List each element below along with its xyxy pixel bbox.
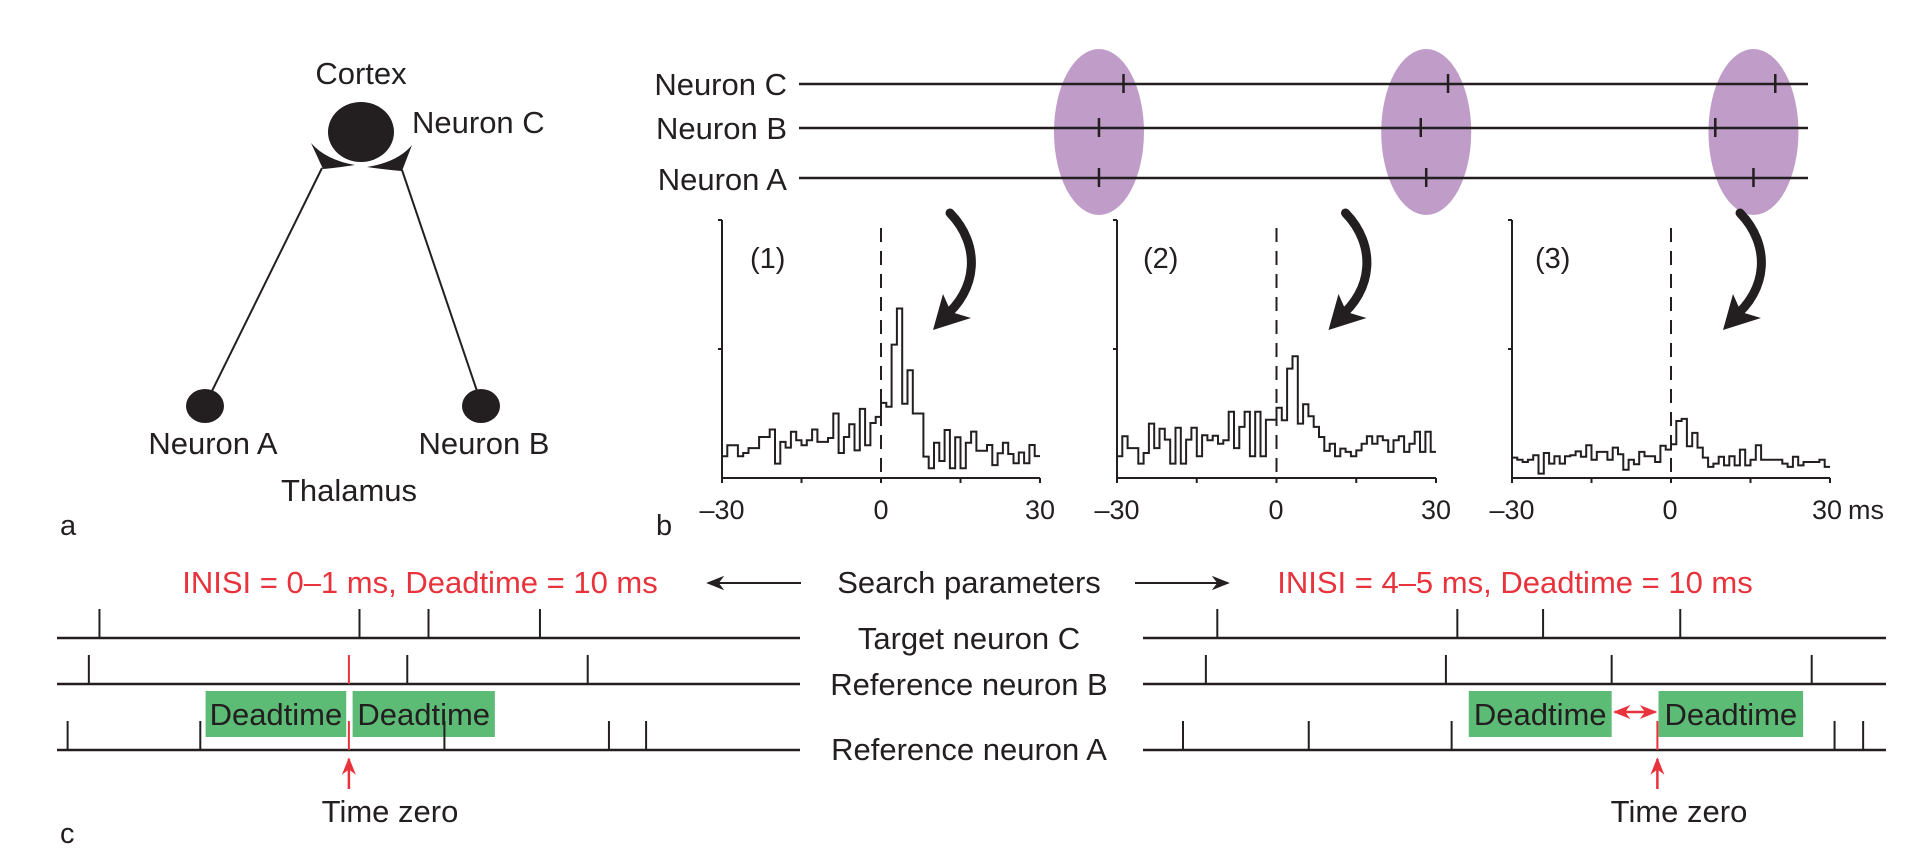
deadtime-window <box>1468 691 1612 737</box>
neuron-a-soma <box>186 389 224 423</box>
deadtime-label: Deadtime <box>357 697 490 732</box>
histogram-1-xtick-max: 30 <box>1025 495 1055 525</box>
thalamus-label: Thalamus <box>281 473 417 508</box>
time-zero-label-right: Time zero <box>1611 794 1748 829</box>
synapse-left <box>311 143 355 169</box>
curved-arrow-icon <box>1334 208 1372 323</box>
curved-arrow-head-icon <box>1328 294 1367 330</box>
histogram-trace <box>722 307 1040 470</box>
deadtime-window <box>352 691 495 737</box>
deadtime-window <box>205 691 347 737</box>
axon-a-to-c <box>211 167 323 392</box>
curved-arrow-head-icon <box>1723 294 1761 330</box>
left-search-params: INISI = 0–1 ms, Deadtime = 10 ms <box>182 565 658 600</box>
histogram-3: (3) –30 0 30 ms <box>1489 208 1884 525</box>
raster-row-label-a: Neuron A <box>658 162 788 197</box>
histogram-2: (2) –30 0 30 <box>1094 208 1451 525</box>
panel-c: INISI = 0–1 ms, Deadtime = 10 ms INISI =… <box>57 565 1886 850</box>
synchrony-highlight-2 <box>1381 49 1472 215</box>
panel-b: Neuron C Neuron B Neuron A (1) –30 0 30 … <box>654 49 1884 542</box>
histogram-2-xtick-min: –30 <box>1094 495 1139 525</box>
deadtime-window <box>1658 691 1804 737</box>
histogram-2-xtick-max: 30 <box>1421 495 1451 525</box>
panel-a-label: a <box>60 510 77 542</box>
histogram-1-xtick-zero: 0 <box>873 495 888 525</box>
raster-highlights <box>1053 49 1799 215</box>
cortex-label: Cortex <box>315 56 407 91</box>
curved-arrow-icon <box>1728 208 1766 323</box>
histogram-trace <box>1117 355 1436 465</box>
curved-arrow-head-icon <box>933 294 971 330</box>
histogram-3-xtick-min: –30 <box>1489 495 1534 525</box>
spike-raster: Neuron C Neuron B Neuron A <box>654 67 1808 197</box>
histogram-3-xtick-zero: 0 <box>1662 495 1677 525</box>
histogram-3-xtick-max: 30 <box>1812 495 1842 525</box>
histogram-trace <box>1512 417 1830 475</box>
neuron-b-soma <box>462 389 500 423</box>
histogram-1: (1) –30 0 30 <box>699 208 1055 525</box>
spike-trains-left: Deadtime Deadtime <box>57 609 800 789</box>
histogram-3-id: (3) <box>1535 243 1570 275</box>
neuron-c-label: Neuron C <box>412 105 545 140</box>
histogram-3-unit-label: ms <box>1848 495 1884 525</box>
row-label-target-c: Target neuron C <box>858 621 1080 656</box>
axon-b-to-c <box>401 169 478 392</box>
row-label-reference-b: Reference neuron B <box>830 667 1107 702</box>
row-label-reference-a: Reference neuron A <box>831 732 1107 767</box>
histogram-1-xtick-min: –30 <box>699 495 744 525</box>
curved-arrow-icon <box>938 208 976 323</box>
neuron-b-label: Neuron B <box>419 426 550 461</box>
neuron-a-label: Neuron A <box>148 426 278 461</box>
histogram-2-xtick-zero: 0 <box>1268 495 1283 525</box>
synapse-right <box>367 145 412 171</box>
search-parameters-label: Search parameters <box>837 565 1101 600</box>
histogram-2-id: (2) <box>1143 243 1178 275</box>
raster-row-label-b: Neuron B <box>656 111 787 146</box>
panel-b-label: b <box>656 510 672 542</box>
histogram-1-id: (1) <box>750 243 785 275</box>
neuron-c-soma <box>328 102 394 162</box>
deadtime-label: Deadtime <box>1664 697 1797 732</box>
deadtime-label: Deadtime <box>210 697 343 732</box>
synchrony-highlight-3 <box>1708 49 1799 215</box>
cross-correlograms: (1) –30 0 30 (2) –30 0 30 (3) –30 0 30 m… <box>699 208 1884 525</box>
deadtime-label: Deadtime <box>1474 697 1607 732</box>
spike-trains-right: Deadtime Deadtime <box>1143 609 1886 789</box>
right-search-params: INISI = 4–5 ms, Deadtime = 10 ms <box>1277 565 1753 600</box>
time-zero-label-left: Time zero <box>322 794 459 829</box>
raster-row-label-c: Neuron C <box>654 67 787 102</box>
panel-c-label: c <box>60 818 75 850</box>
panel-a-circuit-diagram: Cortex Neuron C Neuron A Neuron B Thalam… <box>60 56 549 542</box>
